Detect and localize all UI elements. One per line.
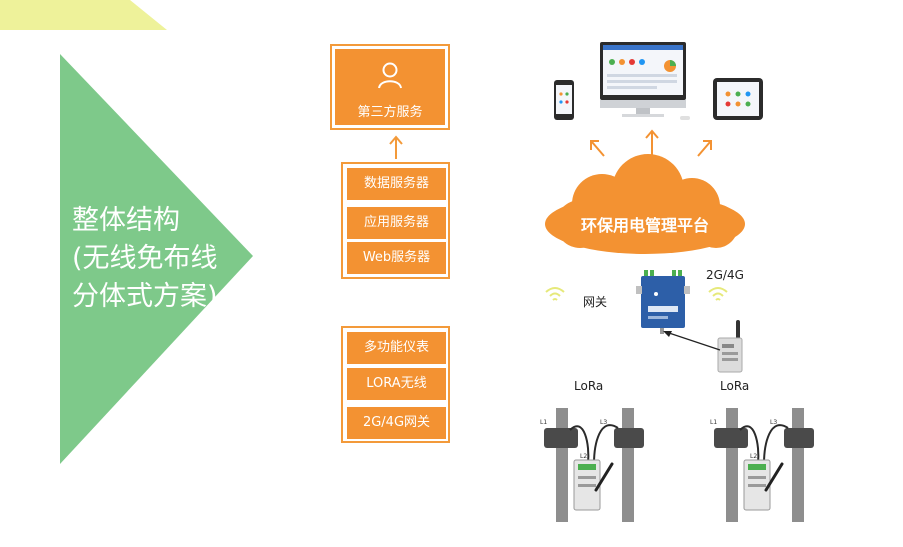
third-party-service-box: 第三方服务 — [330, 44, 450, 130]
arrow-up-left-icon — [590, 140, 605, 157]
third-party-service-label: 第三方服务 — [357, 105, 423, 120]
wifi-left-icon — [545, 287, 565, 301]
arrow-up-right-icon — [697, 140, 712, 157]
data-server-item: 数据服务器 — [347, 168, 446, 200]
gateway-device-icon — [636, 270, 690, 334]
up-arrow-icon — [389, 135, 403, 159]
web-server-item: Web服务器 — [347, 242, 446, 274]
phone-icon — [554, 80, 574, 120]
cloud-arrows — [590, 129, 712, 157]
third-party-service-tile: 第三方服务 — [335, 49, 445, 125]
phase-label-l2: L2 — [580, 453, 587, 460]
user-icon — [378, 62, 402, 89]
network-label: 2G/4G — [706, 268, 744, 282]
phase-label-l3: L3 — [770, 419, 777, 426]
phase-label-l3: L3 — [600, 419, 607, 426]
gateway-item: 2G/4G网关 — [347, 407, 446, 439]
platform-label: 环保用电管理平台 — [580, 216, 709, 235]
title-line-1: 整体结构 — [72, 205, 180, 236]
cable-sensor-right-icon: L1 L3 L2 — [710, 408, 814, 522]
wifi-right-icon — [708, 287, 728, 301]
gateway-label: 网关 — [583, 295, 608, 309]
yellow-banner-shape — [0, 0, 167, 30]
phase-label-l1: L1 — [540, 419, 547, 426]
phase-label-l1: L1 — [710, 419, 717, 426]
lora-item: LORA无线 — [347, 368, 446, 400]
cable-sensor-left-icon: L1 L3 L2 — [540, 408, 644, 522]
lora-right-label: LoRa — [720, 379, 750, 393]
lora-module-icon — [717, 320, 743, 373]
servers-box: 数据服务器 应用服务器 Web服务器 — [341, 162, 450, 279]
lora-left-label: LoRa — [574, 379, 604, 393]
green-arrow-shape — [60, 54, 253, 464]
arrow-up-icon — [645, 129, 659, 156]
app-server-item: 应用服务器 — [347, 207, 446, 239]
title-line-2: (无线免布线 — [72, 243, 218, 274]
phase-label-l2: L2 — [750, 453, 757, 460]
title-line-3: 分体式方案) — [72, 281, 218, 312]
lora-to-gateway-arrow-icon — [663, 331, 721, 351]
monitor-icon — [600, 42, 690, 120]
cloud-icon — [545, 154, 745, 254]
meter-item: 多功能仪表 — [347, 332, 446, 364]
tablet-icon — [713, 78, 763, 120]
client-devices — [554, 42, 763, 120]
devices-box: 多功能仪表 LORA无线 2G/4G网关 — [341, 326, 450, 443]
